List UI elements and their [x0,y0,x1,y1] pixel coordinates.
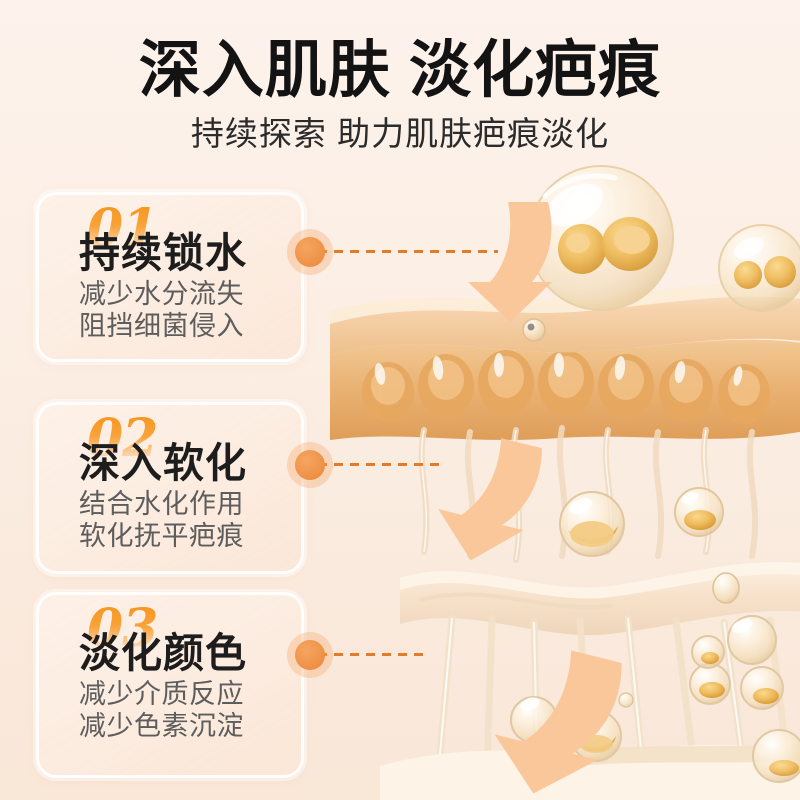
page-subtitle: 持续探索 助力肌肤疤痕淡化 [190,114,610,152]
bullet-dot-icon-2 [287,442,333,488]
feature-number-2: 02 [87,413,301,465]
header: 深入肌肤 淡化疤痕 持续探索 助力肌肤疤痕淡化 [0,0,800,152]
dashed-line-1 [318,250,498,253]
feature-desc-1-line-1: 减少水分流失 [79,278,244,309]
feature-desc-3-line-1: 减少介质反应 [79,678,244,709]
bullet-dot-icon-1 [287,229,333,275]
feature-card-2[interactable]: 02 深入软化 结合水化作用 软化抚平疤痕 [36,402,304,574]
feature-desc-3: 减少介质反应 减少色素沉淀 [79,679,301,743]
curved-down-arrow-icon-2 [428,430,558,570]
feature-card-3-content: 03 淡化颜色 减少介质反应 减少色素沉淀 [39,595,301,743]
feature-card-1-content: 01 持续锁水 减少水分流失 阻挡细菌侵入 [39,195,301,343]
page-title: 深入肌肤 淡化疤痕 [138,36,662,105]
dashed-line-3 [318,653,426,656]
curved-down-arrow-icon-3 [486,640,636,800]
feature-number-3: 03 [87,603,301,655]
feature-card-2-content: 02 深入软化 结合水化作用 软化抚平疤痕 [39,405,301,553]
feature-desc-2-line-1: 结合水化作用 [79,488,244,519]
feature-card-1[interactable]: 01 持续锁水 减少水分流失 阻挡细菌侵入 [36,192,304,362]
feature-desc-1: 减少水分流失 阻挡细菌侵入 [79,279,301,343]
feature-card-3[interactable]: 03 淡化颜色 减少介质反应 减少色素沉淀 [36,592,304,778]
feature-title-3: 淡化颜色 [79,630,247,676]
feature-number-1: 01 [87,203,301,255]
feature-title-2: 深入软化 [79,440,247,486]
dashed-line-2 [318,463,446,466]
feature-desc-1-line-2: 阻挡细菌侵入 [79,310,244,341]
feature-desc-2: 结合水化作用 软化抚平疤痕 [79,489,301,553]
feature-desc-3-line-2: 减少色素沉淀 [79,710,244,741]
feature-desc-2-line-2: 软化抚平疤痕 [79,520,244,551]
feature-title-1: 持续锁水 [79,230,247,276]
curved-down-arrow-icon-1 [452,196,572,326]
bullet-dot-icon-3 [287,632,333,678]
